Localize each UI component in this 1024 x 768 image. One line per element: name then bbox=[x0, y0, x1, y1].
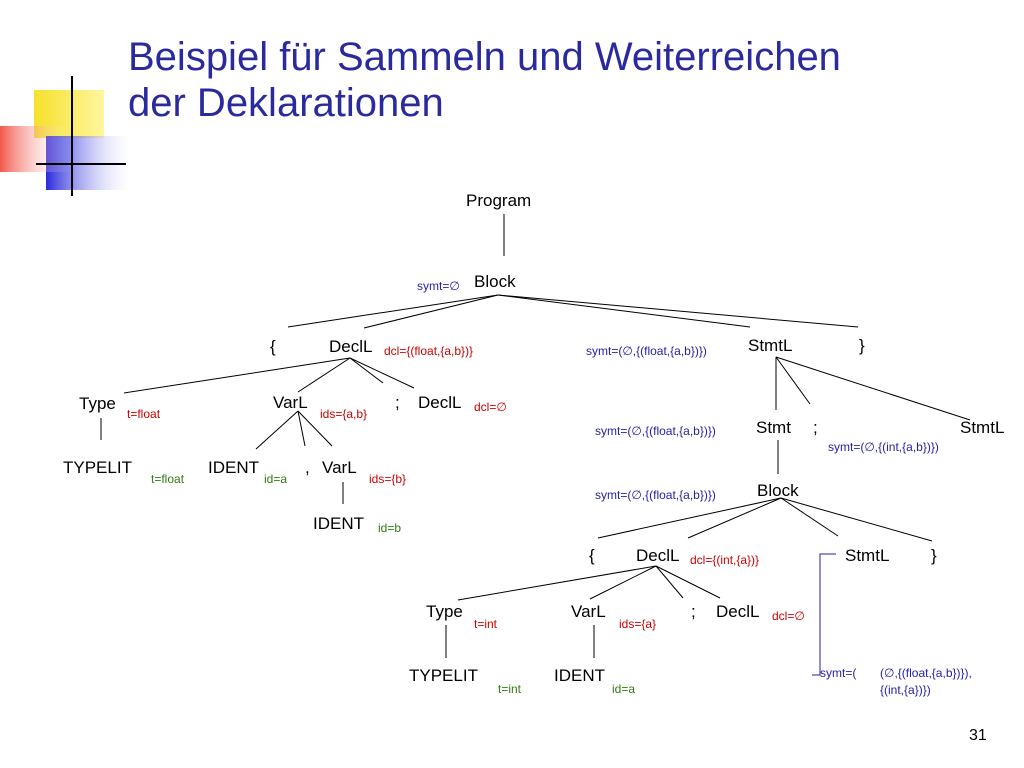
node-decll-1: DeclL bbox=[329, 337, 373, 356]
node-block: Block bbox=[474, 272, 516, 291]
annotation-symt-stmtl-1: symt=(∅,{(float,{a,b})}) bbox=[586, 344, 707, 358]
node-rbrace-1: } bbox=[859, 336, 865, 355]
annotation-dcl-decll-1b: dcl=∅ bbox=[474, 400, 507, 414]
node-stmtl-2: StmtL bbox=[960, 418, 1005, 437]
annotation-ids-varl-1: ids={a,b} bbox=[320, 407, 368, 421]
annotation-symt-stmtl-3-prefix: symt=( bbox=[820, 666, 857, 680]
annotation-symt-stmt: symt=(∅,{(float,{a,b})}) bbox=[595, 424, 716, 438]
node-block-2: Block bbox=[757, 481, 799, 500]
page-number: 31 bbox=[969, 727, 987, 744]
node-stmt: Stmt bbox=[756, 418, 791, 437]
node-comma-1: , bbox=[305, 458, 310, 477]
node-type-1: Type bbox=[79, 394, 116, 413]
node-decll-1b: DeclL bbox=[418, 393, 462, 412]
slide-title-line2: der Deklarationen bbox=[128, 81, 444, 125]
node-ident-1b: IDENT bbox=[313, 514, 364, 533]
node-rbrace-2: } bbox=[931, 546, 937, 565]
node-type-2: Type bbox=[426, 602, 463, 621]
node-typelit-1: TYPELIT bbox=[63, 458, 132, 477]
annotation-t-type-1: t=float bbox=[127, 407, 161, 421]
node-semicolon-1: ; bbox=[395, 393, 400, 412]
annotation-id-ident-1: id=a bbox=[264, 472, 288, 486]
node-varl-2: VarL bbox=[571, 602, 606, 621]
annotation-t-typelit-2: t=int bbox=[498, 682, 522, 696]
node-lbrace-1: { bbox=[270, 337, 276, 356]
node-semicolon-3: ; bbox=[691, 602, 696, 621]
node-ident-2: IDENT bbox=[554, 666, 605, 685]
node-semicolon-2: ; bbox=[813, 418, 818, 437]
node-typelit-2: TYPELIT bbox=[409, 666, 478, 685]
corner-decoration bbox=[0, 76, 130, 196]
annotation-id-ident-1b: id=b bbox=[378, 521, 402, 535]
node-stmtl-1: StmtL bbox=[748, 336, 793, 355]
annotation-ids-varl-2: ids={a} bbox=[619, 617, 657, 631]
node-stmtl-3: StmtL bbox=[845, 546, 890, 565]
annotation-dcl-decll-2b: dcl=∅ bbox=[772, 609, 805, 623]
node-decll-2: DeclL bbox=[636, 546, 680, 565]
slide-title-line1: Beispiel für Sammeln und Weiterreichen bbox=[128, 35, 841, 79]
annotation-dcl-decll-1: dcl={(float,{a,b})} bbox=[384, 344, 474, 358]
node-decll-2b: DeclL bbox=[716, 602, 760, 621]
node-varl-1: VarL bbox=[273, 393, 308, 412]
node-program: Program bbox=[466, 191, 532, 210]
annotation-symt-stmtl-3-line2: {(int,{a})}) bbox=[880, 683, 931, 697]
annotation-id-ident-2: id=a bbox=[612, 682, 636, 696]
annotation-ids-varl-1b: ids={b} bbox=[369, 472, 407, 486]
annotation-symt-block-2: symt=(∅,{(float,{a,b})}) bbox=[595, 488, 716, 502]
annotation-symt-stmtl-2: symt=(∅,{(int,{a,b})}) bbox=[828, 440, 939, 454]
node-ident-1: IDENT bbox=[208, 458, 259, 477]
annotation-t-typelit-1: t=float bbox=[151, 472, 185, 486]
annotation-dcl-decll-2: dcl={(int,{a})} bbox=[690, 553, 760, 567]
annotation-symt-stmtl-3-line1: (∅,{(float,{a,b})}), bbox=[880, 666, 972, 680]
annotation-t-type-2: t=int bbox=[474, 617, 498, 631]
node-lbrace-2: { bbox=[589, 546, 595, 565]
slide-title: Beispiel für Sammeln und Weiterreichen d… bbox=[128, 34, 841, 126]
node-varl-1b: VarL bbox=[322, 458, 357, 477]
annotation-symt-block: symt=∅ bbox=[417, 279, 460, 293]
